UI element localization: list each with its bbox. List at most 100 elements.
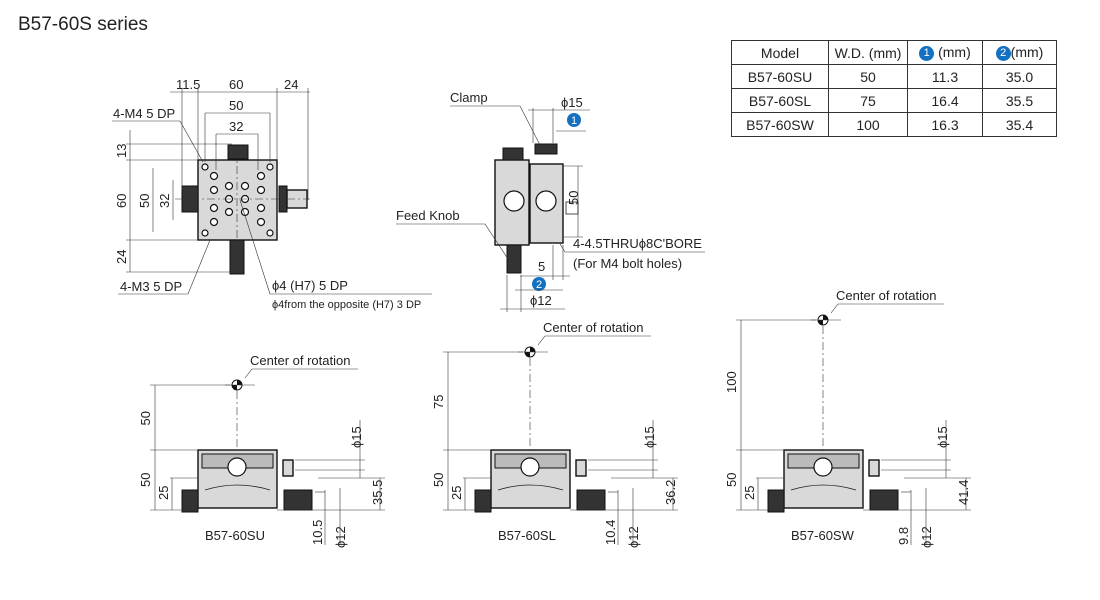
dim-phi12: ϕ12 bbox=[626, 526, 641, 548]
dim-badge-2: 35.5 bbox=[370, 480, 385, 505]
header-dim1-unit: (mm) bbox=[938, 44, 971, 61]
badge-1-label: 1 bbox=[571, 115, 577, 127]
angle-scale bbox=[204, 484, 271, 491]
dim-32-width: 32 bbox=[229, 119, 243, 134]
badge-2-label: 2 bbox=[536, 279, 542, 291]
dim-lower: 10.5 bbox=[310, 520, 325, 545]
left-knob bbox=[474, 489, 492, 513]
header-dim1: 1 (mm) bbox=[907, 40, 983, 65]
clamp-screw bbox=[534, 143, 558, 155]
dim-5: 5 bbox=[538, 259, 545, 274]
mounting-hole bbox=[256, 185, 266, 195]
clamp bbox=[575, 459, 587, 477]
mounting-hole bbox=[240, 207, 250, 217]
working-distance-dim: 75 bbox=[431, 395, 446, 409]
cell: 16.4 bbox=[907, 88, 983, 113]
dim-height-25: 25 bbox=[742, 486, 757, 500]
side-top-knob bbox=[502, 147, 524, 161]
angle-scale bbox=[790, 484, 857, 491]
cell: B57-60SL bbox=[731, 88, 829, 113]
left-knob bbox=[767, 489, 785, 513]
dim-phi12: ϕ12 bbox=[530, 293, 552, 308]
table-header-row: Model W.D. (mm) 1 (mm) 2(mm) bbox=[731, 40, 1057, 65]
feed-knob bbox=[576, 489, 606, 511]
feed-knob bbox=[869, 489, 899, 511]
clamp bbox=[868, 459, 880, 477]
center-of-rotation-label: Center of rotation bbox=[250, 353, 350, 368]
dim-24-right: 24 bbox=[284, 77, 298, 92]
dim-50-width: 50 bbox=[229, 98, 243, 113]
dim-height-25: 25 bbox=[156, 486, 171, 500]
mounting-hole bbox=[224, 181, 234, 191]
clamp-boss bbox=[227, 457, 247, 477]
m4-hole bbox=[201, 163, 209, 171]
left-knob bbox=[181, 489, 199, 513]
dim-phi15: ϕ15 bbox=[349, 426, 364, 448]
page-title: B57-60S series bbox=[18, 14, 148, 35]
dim-height-50: 50 bbox=[431, 473, 446, 487]
mounting-hole bbox=[256, 171, 266, 181]
header-wd: W.D. (mm) bbox=[828, 40, 908, 65]
header-model: Model bbox=[731, 40, 829, 65]
header-dim2-unit: (mm) bbox=[1010, 44, 1044, 61]
dim-height-50: 50 bbox=[724, 473, 739, 487]
mounting-hole bbox=[240, 181, 250, 191]
dim-60-height: 60 bbox=[114, 194, 129, 208]
label-4-m3: 4-M3 5 DP bbox=[120, 279, 182, 294]
top-view: 11.5 60 24 50 32 13 60 50 32 24 4-M4 5 D… bbox=[112, 77, 432, 311]
working-distance-dim: 100 bbox=[724, 371, 739, 393]
feed-knob bbox=[506, 244, 522, 274]
dim-phi15: ϕ15 bbox=[561, 95, 583, 110]
cell: B57-60SW bbox=[731, 112, 829, 137]
dim-phi12: ϕ12 bbox=[333, 526, 348, 548]
dim-badge-2: 41.4 bbox=[956, 480, 971, 505]
dim-24-bottom: 24 bbox=[114, 250, 129, 264]
dim-phi12: ϕ12 bbox=[919, 526, 934, 548]
model-label: B57-60SW bbox=[791, 528, 855, 543]
mounting-hole bbox=[209, 203, 219, 213]
mounting-hole bbox=[209, 217, 219, 227]
dim-badge-2: 36.2 bbox=[663, 480, 678, 505]
dim-height-25: 25 bbox=[449, 486, 464, 500]
center-of-rotation-label: Center of rotation bbox=[836, 288, 936, 303]
bolt-hole-label: 4-4.5THRUϕ8C'BORE bbox=[573, 236, 702, 251]
cell: 11.3 bbox=[907, 64, 983, 89]
square-symbol-icon bbox=[565, 201, 579, 215]
badge-2-icon bbox=[532, 277, 546, 291]
stage-body bbox=[197, 159, 278, 241]
bottom-knob bbox=[229, 239, 245, 275]
clamp-label: Clamp bbox=[450, 90, 488, 105]
dim-height-50: 50 bbox=[138, 473, 153, 487]
center-of-rotation-label: Center of rotation bbox=[543, 320, 643, 335]
dim-50-height: 50 bbox=[137, 194, 152, 208]
label-pin-hole: ϕ4 (H7) 5 DP bbox=[272, 278, 348, 293]
label-pin-opposite: ϕ4from the opposite (H7) 3 DP bbox=[272, 299, 421, 311]
dim-50-square: 50 bbox=[566, 191, 581, 205]
header-dim2: 2(mm) bbox=[982, 40, 1057, 65]
feed-knob-label: Feed Knob bbox=[396, 208, 460, 223]
cell: 35.4 bbox=[982, 112, 1057, 137]
badge-1-icon bbox=[567, 113, 581, 127]
label-4-m4: 4-M4 5 DP bbox=[113, 106, 175, 121]
side-view: Clamp ϕ15 1 50 Feed Knob 4-4.5THRUϕ8C'BO… bbox=[396, 90, 705, 312]
badge-1-icon: 1 bbox=[919, 45, 935, 61]
working-distance-dim: 50 bbox=[138, 411, 153, 425]
dim-phi15: ϕ15 bbox=[935, 426, 950, 448]
dim-lower: 9.8 bbox=[896, 527, 911, 545]
m4-hole bbox=[266, 163, 274, 171]
dim-60-width: 60 bbox=[229, 77, 243, 92]
mounting-hole bbox=[224, 207, 234, 217]
dim-13: 13 bbox=[114, 144, 129, 158]
feed-knob bbox=[283, 489, 313, 511]
dim-phi15: ϕ15 bbox=[642, 426, 657, 448]
mounting-hole bbox=[256, 217, 266, 227]
cell: 16.3 bbox=[907, 112, 983, 137]
dim-lower: 10.4 bbox=[603, 520, 618, 545]
bolt-hole-note: (For M4 bolt holes) bbox=[573, 256, 682, 271]
top-clamp bbox=[227, 144, 249, 160]
